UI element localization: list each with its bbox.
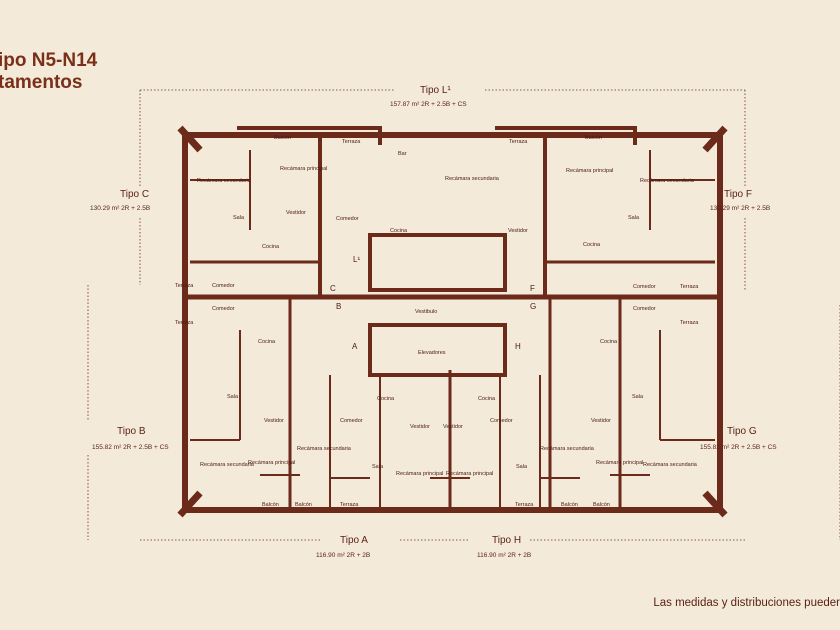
type-F-spec: 130.29 m² 2R + 2.5B — [710, 205, 770, 212]
room-recamara-principal: Recámara principal — [446, 471, 493, 477]
room-labels: Balcón Terraza Bar Terraza Balcón Recáma… — [175, 135, 699, 508]
room-balcon: Balcón — [585, 135, 602, 141]
room-sala: Sala — [233, 215, 245, 221]
room-balcon: Balcón — [295, 502, 312, 508]
room-cocina: Cocina — [583, 242, 601, 248]
room-sala: Sala — [227, 394, 239, 400]
room-recamara-secundaria: Recámara secundaria — [640, 178, 695, 184]
type-A-name: Tipo A — [340, 535, 368, 546]
room-comedor: Comedor — [212, 306, 235, 312]
room-comedor: Comedor — [633, 306, 656, 312]
room-terraza: Terraza — [175, 320, 194, 326]
type-G-spec: 155.82 m² 2R + 2.5B + CS — [700, 444, 777, 451]
room-terraza: Terraza — [680, 320, 699, 326]
dimension-lines — [87, 89, 840, 541]
type-L1-name: Tipo L¹ — [420, 85, 451, 96]
room-comedor: Comedor — [633, 284, 656, 290]
room-terraza: Terraza — [680, 284, 699, 290]
elevadores-label: Elevadores — [418, 350, 446, 356]
room-comedor: Comedor — [336, 216, 359, 222]
type-C-spec: 130.29 m² 2R + 2.5B — [90, 205, 150, 212]
room-terraza: Terraza — [340, 502, 359, 508]
unit-marker-B: B — [336, 302, 341, 311]
room-comedor: Comedor — [340, 418, 363, 424]
room-vestidor: Vestidor — [591, 418, 611, 424]
plan-title: ipo N5-N14 tamentos — [0, 50, 97, 94]
room-recamara-secundaria: Recámara secundaria — [197, 178, 252, 184]
unit-marker-H: H — [515, 342, 521, 351]
room-recamara-secundaria: Recámara secundaria — [200, 462, 255, 468]
room-recamara-secundaria: Recámara secundaria — [445, 176, 500, 182]
room-recamara-secundaria: Recámara secundaria — [540, 446, 595, 452]
type-H-name: Tipo H — [492, 535, 521, 546]
unit-marker-A: A — [352, 342, 358, 351]
type-C-name: Tipo C — [120, 189, 149, 200]
room-sala: Sala — [372, 464, 384, 470]
type-H-spec: 116.90 m² 2R + 2B — [477, 552, 531, 559]
room-vestidor: Vestidor — [508, 228, 528, 234]
room-cocina: Cocina — [377, 396, 395, 402]
room-terraza: Terraza — [509, 139, 528, 145]
room-cocina: Cocina — [478, 396, 496, 402]
type-B-spec: 155.82 m² 2R + 2.5B + CS — [92, 444, 169, 451]
room-recamara-principal: Recámara principal — [280, 166, 327, 172]
unit-marker-G: G — [530, 302, 536, 311]
room-balcon: Balcón — [262, 502, 279, 508]
disclaimer-text: Las medidas y distribuciones pueder — [653, 597, 840, 609]
unit-marker-F: F — [530, 284, 535, 293]
room-sala: Sala — [516, 464, 528, 470]
type-labels: Tipo L¹ 157.87 m² 2R + 2.5B + CS Tipo C … — [90, 85, 777, 559]
room-terraza: Terraza — [515, 502, 534, 508]
room-recamara-secundaria: Recámara secundaria — [643, 462, 698, 468]
room-vestidor: Vestidor — [443, 424, 463, 430]
title-line-1: ipo N5-N14 — [0, 50, 98, 71]
unit-marker-L1: L¹ — [353, 255, 360, 264]
type-A-spec: 116.90 m² 2R + 2B — [316, 552, 370, 559]
building-walls — [177, 125, 728, 518]
unit-marker-C: C — [330, 284, 336, 293]
room-balcon: Balcón — [561, 502, 578, 508]
type-F-name: Tipo F — [724, 189, 752, 200]
type-B-name: Tipo B — [117, 426, 146, 437]
room-cocina: Cocina — [600, 339, 618, 345]
room-recamara-principal: Recámara principal — [566, 168, 613, 174]
title-line-2: tamentos — [0, 72, 83, 93]
room-recamara-principal: Recámara principal — [596, 460, 643, 466]
room-sala: Sala — [632, 394, 644, 400]
type-L1-spec: 157.87 m² 2R + 2.5B + CS — [390, 101, 467, 108]
type-G-name: Tipo G — [727, 426, 757, 437]
room-recamara-principal: Recámara principal — [396, 471, 443, 477]
room-recamara-principal: Recámara principal — [248, 460, 295, 466]
vestibulo-label: Vestibulo — [415, 309, 437, 315]
room-cocina: Cocina — [258, 339, 276, 345]
room-vestidor: Vestidor — [286, 210, 306, 216]
room-sala: Sala — [628, 215, 640, 221]
room-bar: Bar — [398, 151, 407, 157]
unit-markers: C B A H G F L¹ — [330, 255, 536, 351]
room-cocina: Cocina — [390, 228, 408, 234]
room-terraza: Terraza — [175, 283, 194, 289]
room-vestidor: Vestidor — [264, 418, 284, 424]
room-balcon: Balcón — [593, 502, 610, 508]
room-comedor: Comedor — [490, 418, 513, 424]
room-balcon: Balcón — [274, 135, 291, 141]
room-vestidor: Vestidor — [410, 424, 430, 430]
room-terraza: Terraza — [342, 139, 361, 145]
room-comedor: Comedor — [212, 283, 235, 289]
room-cocina: Cocina — [262, 244, 280, 250]
room-recamara-secundaria: Recámara secundaria — [297, 446, 352, 452]
